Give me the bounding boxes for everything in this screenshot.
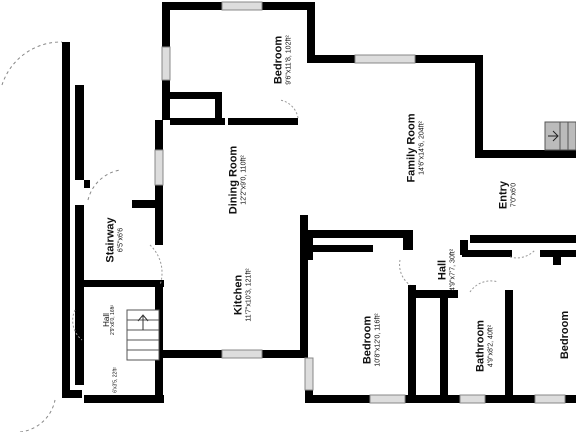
label-family-room: Family Room 14'6"x14'6, 204ft²	[405, 113, 426, 183]
label-dining-room: Dining Room 12'2"x9'0, 110ft²	[227, 145, 248, 215]
label-hall-small: 6'x3'5, 22ft²	[112, 367, 119, 393]
stair-door-arc	[87, 169, 121, 201]
label-stairway: Stairway 6'5"x6'6	[104, 217, 125, 263]
label-bathroom: Bathroom 4'9"x8'2, 40ft²	[474, 320, 495, 372]
label-bedroom-top: Bedroom 9'6"x11'8, 102ft²	[272, 35, 293, 85]
side-door-arc	[19, 399, 56, 432]
entrance-door-arc	[1, 41, 63, 86]
label-kitchen: Kitchen 11'7"x10'3, 121ft²	[232, 268, 253, 322]
label-entry: Entry 7'0"x6'0	[497, 180, 518, 210]
label-hall-left: Hall 2'9"x6'0, 16ft²	[102, 304, 117, 336]
door-swings	[72, 99, 536, 341]
label-bedroom-bottom: Bedroom 10'8"x12'0, 116ft²	[361, 313, 382, 367]
label-hall-center: Hall 4'9"x7'7, 30ft²	[436, 248, 457, 292]
label-bedroom-right: Bedroom	[559, 310, 572, 360]
windows	[154, 1, 566, 404]
wall	[62, 42, 70, 397]
stairs-right	[544, 121, 576, 151]
stairs-left	[126, 309, 160, 361]
